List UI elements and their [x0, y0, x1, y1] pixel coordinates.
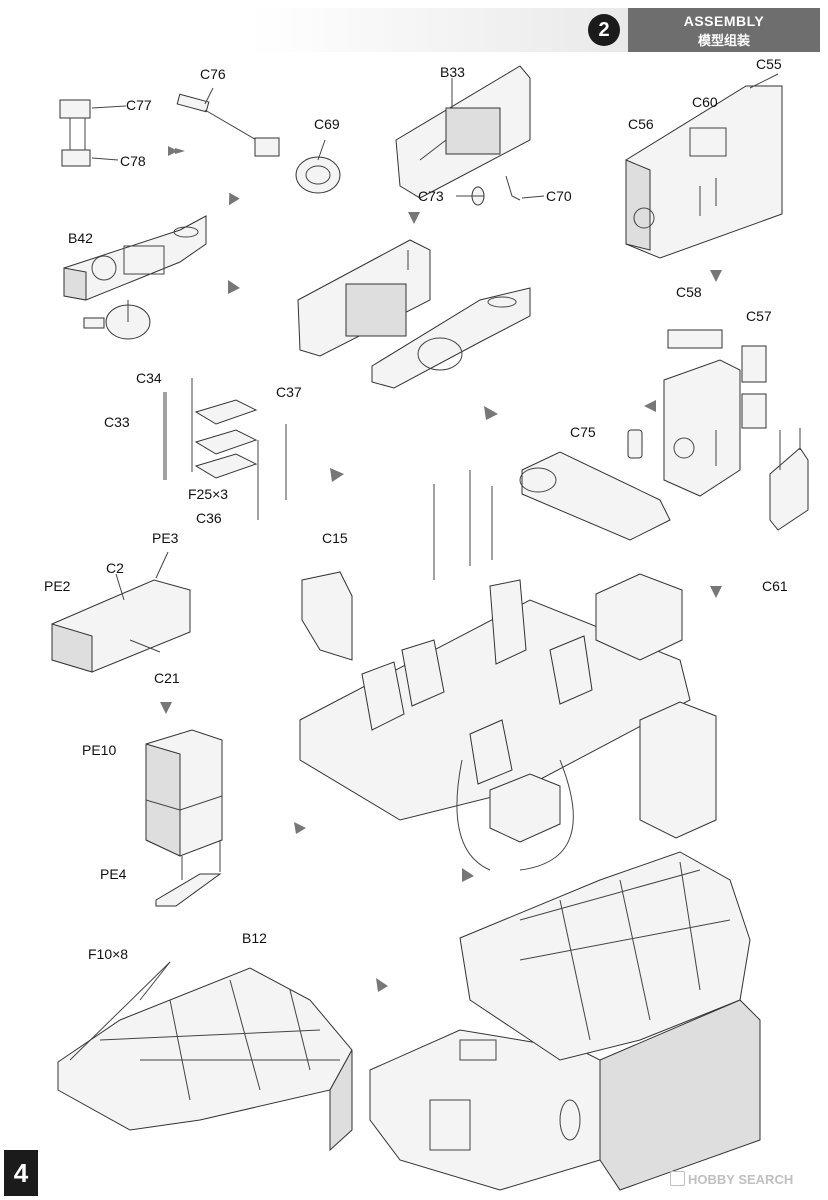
hobby-search-logo-icon: [670, 1171, 685, 1186]
label-c75: C75: [570, 424, 596, 440]
flow-arrow: [330, 468, 344, 482]
label-c37: C37: [276, 384, 302, 400]
part-pe10-box: [145, 729, 223, 907]
label-c73: C73: [418, 188, 444, 204]
label-b42: B42: [68, 230, 93, 246]
label-c57: C57: [746, 308, 772, 324]
watermark: HOBBY SEARCH: [670, 1171, 793, 1187]
flow-arrow: [175, 148, 185, 154]
section-title-cn: 模型组装: [697, 33, 750, 48]
flow-arrow: [644, 400, 656, 412]
flow-arrow: [294, 822, 306, 834]
part-c2-c21-tray: [51, 551, 191, 673]
flow-arrow: [229, 192, 240, 206]
flow-arrow: [408, 212, 420, 224]
label-c76: C76: [200, 66, 226, 82]
label-c61: C61: [762, 578, 788, 594]
part-c77-c78: [59, 99, 127, 167]
flow-arrow: [484, 406, 498, 420]
label-b33: B33: [440, 64, 465, 80]
assembly-dashboard-panel: [297, 239, 531, 389]
section-title-en: ASSEMBLY: [683, 13, 765, 29]
flow-arrow: [710, 586, 722, 598]
flow-arrow: [228, 280, 240, 294]
header-gradient: [0, 8, 628, 52]
label-c78: C78: [120, 153, 146, 169]
label-c69: C69: [314, 116, 340, 132]
label-pe2: PE2: [44, 578, 71, 594]
flow-arrow: [160, 702, 172, 714]
label-f25x3: F25×3: [188, 486, 229, 502]
part-b12-roof: [57, 961, 353, 1152]
label-c33: C33: [104, 414, 130, 430]
step-number-badge: 2: [588, 14, 620, 46]
part-b42-dashboard: [63, 215, 207, 340]
part-steering-column: [176, 87, 341, 194]
label-c55: C55: [756, 56, 782, 72]
watermark-text: HOBBY SEARCH: [688, 1172, 794, 1187]
section-header: ASSEMBLY 模型组装: [628, 8, 820, 52]
label-c70: C70: [546, 188, 572, 204]
part-c58-c57-c61-compartment: [627, 329, 809, 531]
assembly-hull-roof: [369, 851, 761, 1191]
label-b12: B12: [242, 930, 267, 946]
flow-arrow: [376, 978, 388, 992]
part-shelf-rack: [163, 378, 287, 520]
label-c77: C77: [126, 97, 152, 113]
label-pe4: PE4: [100, 866, 127, 882]
label-c60: C60: [692, 94, 718, 110]
label-c56: C56: [628, 116, 654, 132]
page-number: 4: [4, 1150, 38, 1196]
assembly-interior-floor: [299, 451, 717, 871]
part-c55-c56-compartment: [625, 73, 783, 259]
flow-arrow: [168, 146, 178, 156]
label-c34: C34: [136, 370, 162, 386]
label-c2: C2: [106, 560, 124, 576]
label-c36: C36: [196, 510, 222, 526]
label-pe3: PE3: [152, 530, 179, 546]
label-c21: C21: [154, 670, 180, 686]
label-c15: C15: [322, 530, 348, 546]
part-b33-panel: [395, 65, 545, 206]
flow-arrow: [710, 270, 722, 282]
label-pe10: PE10: [82, 742, 117, 758]
label-f10x8: F10×8: [88, 946, 129, 962]
flow-arrow: [462, 868, 474, 882]
label-c58: C58: [676, 284, 702, 300]
